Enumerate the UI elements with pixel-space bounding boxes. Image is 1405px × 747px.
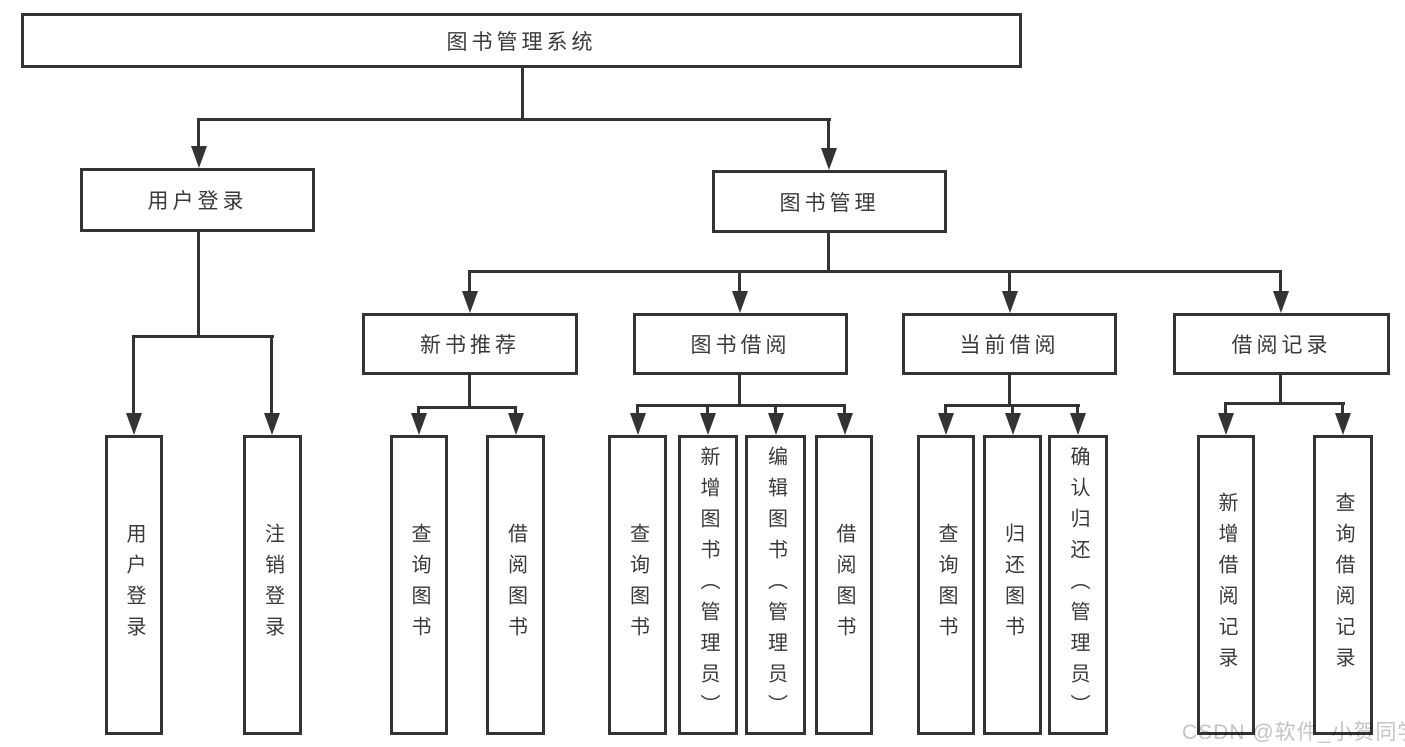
connector-vline — [514, 406, 517, 416]
connector-vline — [636, 404, 639, 414]
leaf-borrow-books-recommend: 借阅图书 — [486, 435, 545, 735]
connector-vline — [738, 375, 741, 406]
leaf-label: 新增借阅记录 — [1215, 492, 1237, 678]
connector-hline — [1224, 402, 1345, 405]
leaf-query-borrow-record: 查询借阅记录 — [1313, 435, 1373, 735]
leaf-add-book-admin: 新增图书（管理员） — [678, 435, 738, 735]
leaf-label: 编辑图书（管理员） — [764, 445, 787, 725]
arrow-down-icon — [126, 413, 142, 435]
leaf-return-books: 归还图书 — [983, 435, 1042, 735]
leaf-label: 新增图书（管理员） — [697, 445, 719, 725]
connector-vline — [1279, 270, 1282, 293]
arrow-down-icon — [837, 413, 853, 435]
node-book-borrowing: 图书借阅 — [633, 313, 848, 375]
connector-hline — [132, 335, 274, 338]
csdn-watermark: CSDN @软件_小贺同学 — [1182, 721, 1405, 744]
leaf-label: 查询图书 — [935, 523, 957, 647]
arrow-down-icon — [732, 291, 748, 313]
leaf-edit-book-admin: 编辑图书（管理员） — [745, 435, 806, 735]
arrow-down-icon — [1273, 291, 1289, 313]
connector-hline — [636, 404, 846, 407]
node-new-book-recommend: 新书推荐 — [362, 313, 578, 375]
leaf-borrow-books: 借阅图书 — [815, 435, 873, 735]
connector-vline — [468, 270, 471, 293]
arrow-down-icon — [1335, 413, 1351, 435]
arrow-down-icon — [1070, 413, 1086, 435]
connector-vline — [738, 270, 741, 293]
connector-vline — [827, 233, 830, 272]
leaf-label: 借阅图书 — [833, 523, 855, 647]
connector-vline — [417, 406, 420, 416]
connector-vline — [1008, 270, 1011, 293]
connector-vline — [1224, 402, 1227, 414]
arrow-down-icon — [411, 413, 427, 435]
leaf-query-books-recommend: 查询图书 — [390, 435, 448, 735]
connector-vline — [270, 335, 273, 416]
connector-vline — [827, 118, 830, 152]
connector-vline — [843, 404, 846, 414]
leaf-user-login: 用户登录 — [105, 435, 163, 735]
leaf-add-borrow-record: 新增借阅记录 — [1197, 435, 1255, 735]
connector-vline — [1008, 375, 1011, 406]
arrow-down-icon — [768, 413, 784, 435]
arrow-down-icon — [264, 413, 280, 435]
leaf-query-books-borrowing: 查询图书 — [608, 435, 667, 735]
leaf-label: 用户登录 — [123, 523, 145, 647]
connector-vline — [774, 404, 777, 414]
arrow-down-icon — [462, 291, 478, 313]
node-user-login: 用户登录 — [80, 168, 315, 232]
leaf-label: 确认归还（管理员） — [1067, 445, 1089, 725]
node-borrowing-records: 借阅记录 — [1173, 313, 1390, 375]
leaf-label: 注销登录 — [261, 523, 284, 647]
node-current-borrowing: 当前借阅 — [902, 313, 1117, 375]
leaf-label: 查询图书 — [408, 523, 430, 647]
connector-hline — [197, 118, 831, 121]
connector-vline — [521, 68, 524, 119]
connector-vline — [1076, 404, 1079, 414]
leaf-label: 借阅图书 — [504, 523, 527, 647]
node-root-library-system: 图书管理系统 — [21, 13, 1022, 68]
arrow-down-icon — [1218, 413, 1234, 435]
arrow-down-icon — [191, 146, 207, 168]
connector-hline — [468, 270, 1282, 273]
arrow-down-icon — [938, 413, 954, 435]
arrow-down-icon — [630, 413, 646, 435]
node-book-management: 图书管理 — [712, 170, 947, 233]
leaf-label: 归还图书 — [1001, 523, 1024, 647]
arrow-down-icon — [1005, 413, 1021, 435]
connector-vline — [706, 404, 709, 414]
connector-vline — [1341, 402, 1344, 414]
connector-vline — [944, 404, 947, 414]
connector-hline — [417, 406, 517, 409]
leaf-label: 查询图书 — [626, 523, 649, 647]
connector-vline — [197, 118, 200, 150]
connector-vline — [468, 375, 471, 408]
leaf-query-books-current: 查询图书 — [917, 435, 975, 735]
arrow-down-icon — [1002, 291, 1018, 313]
arrow-down-icon — [508, 413, 524, 435]
connector-vline — [1011, 404, 1014, 414]
arrow-down-icon — [821, 148, 837, 170]
arrow-down-icon — [700, 413, 716, 435]
connector-vline — [132, 335, 135, 416]
leaf-label: 查询借阅记录 — [1332, 492, 1354, 678]
connector-vline — [197, 232, 200, 337]
connector-vline — [1279, 375, 1282, 404]
leaf-confirm-return-admin: 确认归还（管理员） — [1048, 435, 1108, 735]
leaf-logout: 注销登录 — [243, 435, 302, 735]
